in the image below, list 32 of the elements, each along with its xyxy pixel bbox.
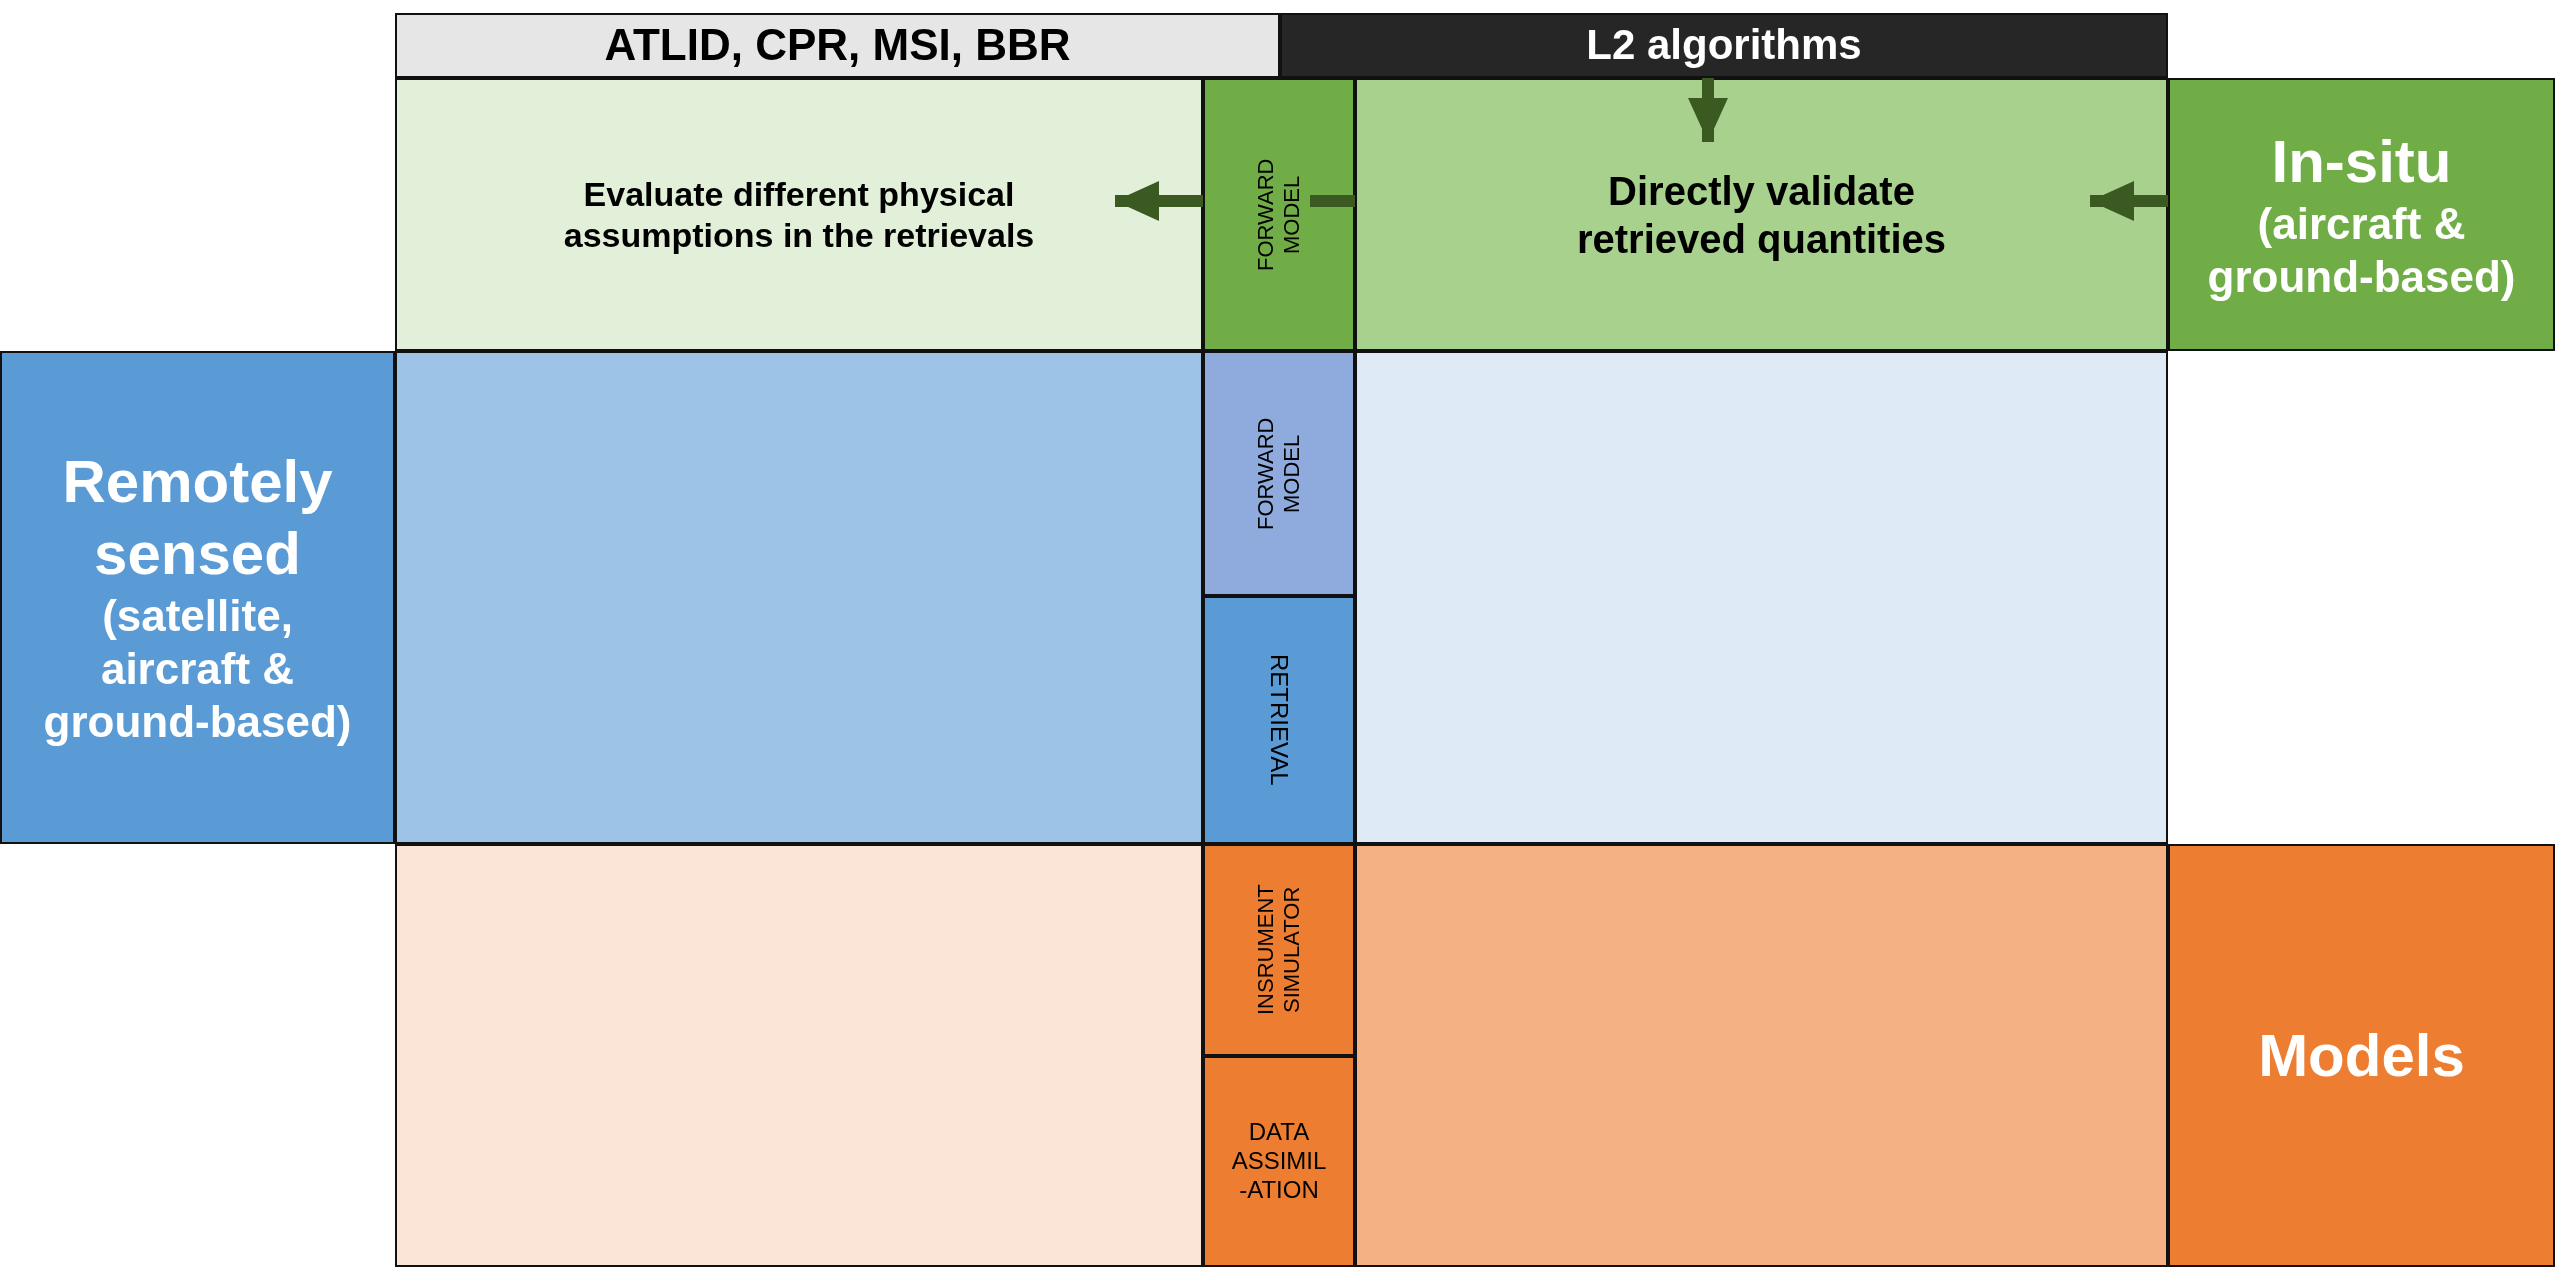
category-panel	[1355, 78, 2168, 351]
panel-title: RETRIEVAL	[1265, 654, 1294, 786]
panel-title: Evaluate different physical assumptions in the retrievals	[562, 173, 1036, 256]
panel-subtitle: (satellite, aircraft & ground-based)	[42, 590, 353, 748]
header-bar	[1280, 13, 2168, 78]
header-bar	[395, 13, 1280, 78]
panel-title: L2 algorithms	[1586, 20, 1862, 71]
panel-title: INSRUMENT SIMULATOR	[1252, 883, 1305, 1018]
step-bar	[1203, 351, 1355, 596]
empty-panel	[395, 844, 1203, 1267]
panel-title: FORWARD MODEL	[1252, 416, 1305, 532]
source-panel	[0, 351, 395, 844]
category-panel	[395, 78, 1203, 351]
panel-title: Models	[2258, 1020, 2465, 1091]
source-panel	[2168, 78, 2555, 351]
panel-title: Directly validate retrieved quantities	[1576, 167, 1947, 263]
panel-title: Remotely sensed	[61, 447, 334, 590]
panel-title: FORWARD MODEL	[1252, 157, 1305, 273]
panel-title: ATLID, CPR, MSI, BBR	[604, 19, 1071, 72]
arrow	[1115, 181, 1203, 221]
empty-panel	[1355, 351, 2168, 844]
panel-title: DATA ASSIMIL -ATION	[1230, 1118, 1328, 1205]
arrow	[2090, 181, 2168, 221]
step-bar	[1203, 844, 1355, 1056]
source-panel	[2168, 844, 2555, 1267]
connector-line	[1310, 195, 1355, 207]
panel-subtitle: (aircraft & ground-based)	[2206, 197, 2517, 303]
arrow	[1688, 78, 1728, 142]
step-bar	[1203, 1056, 1355, 1267]
step-bar	[1203, 78, 1355, 351]
panel-title: In-situ	[2271, 126, 2452, 197]
step-bar	[1203, 596, 1355, 844]
